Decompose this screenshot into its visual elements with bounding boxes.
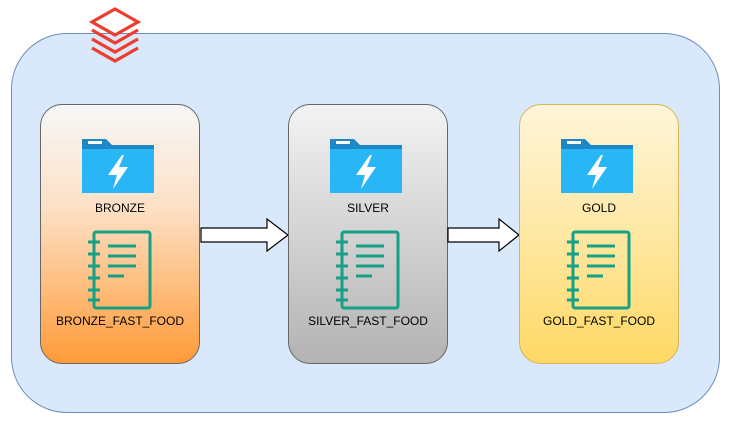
notebook-icon [336,230,400,310]
right-arrow-icon [200,218,289,252]
bronze-table-label: BRONZE_FAST_FOOD [55,314,185,328]
right-arrow-icon [447,218,520,252]
bronze-layer-label: BRONZE [94,201,145,215]
gold-layer-label: GOLD [581,201,616,215]
lightning-folder-icon [330,139,402,193]
silver-stage: SILVER SILVER_FAST_FOOD [288,104,448,364]
lightning-folder-icon [561,139,633,193]
silver-table-label: SILVER_FAST_FOOD [308,314,428,328]
databricks-logo-icon [88,7,142,63]
notebook-icon [88,230,152,310]
notebook-icon [567,230,631,310]
lightning-folder-icon [82,139,154,193]
bronze-stage: BRONZE BRONZE_FAST_FOOD [40,104,200,364]
gold-table-label: GOLD_FAST_FOOD [542,314,656,328]
silver-layer-label: SILVER [347,201,389,215]
gold-stage: GOLD GOLD_FAST_FOOD [519,104,679,364]
